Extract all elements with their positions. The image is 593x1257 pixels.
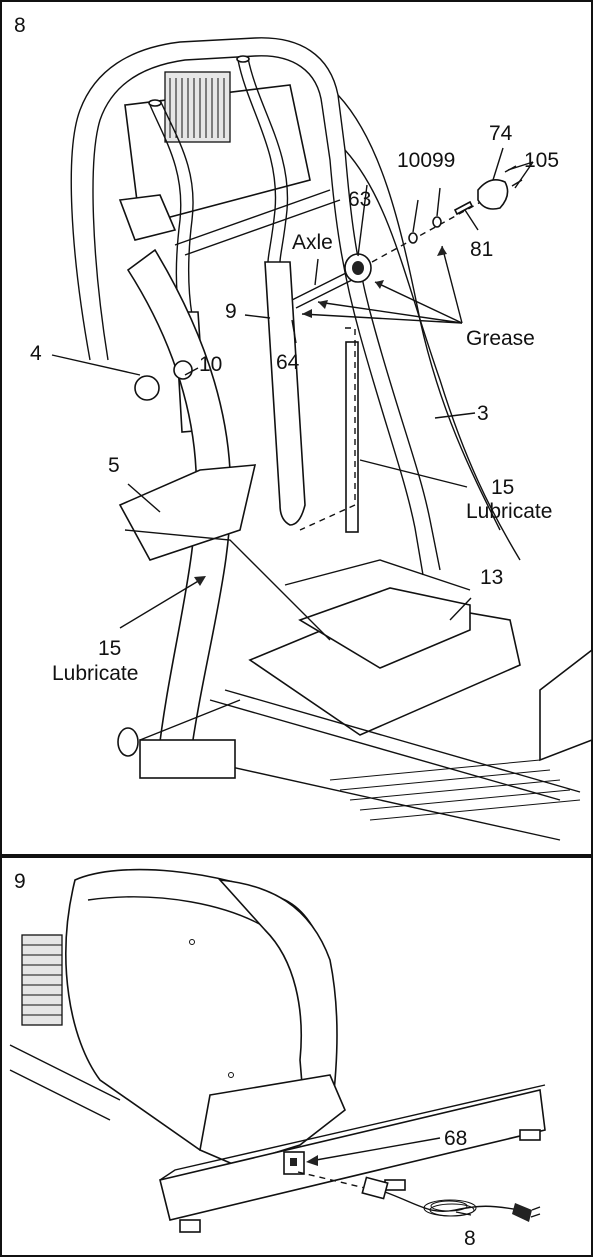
label-5: 5 <box>108 454 120 477</box>
label-15-left: 15 <box>98 637 121 660</box>
label-10: 10 <box>199 353 222 376</box>
label-axle: Axle <box>292 231 333 254</box>
label-lubricate-left: Lubricate <box>52 662 138 685</box>
label-74: 74 <box>489 122 513 145</box>
label-9: 9 <box>225 300 237 323</box>
label-105: 105 <box>524 149 559 172</box>
label-13: 13 <box>480 566 503 589</box>
label-lubricate-right: Lubricate <box>466 500 552 523</box>
label-99: 99 <box>432 149 455 172</box>
label-100: 100 <box>397 149 432 172</box>
label-8: 8 <box>464 1227 476 1250</box>
step-8-panel <box>0 0 593 856</box>
step-8-leaders <box>51 147 534 629</box>
label-63: 63 <box>348 188 371 211</box>
step-8-labels: 74 100 99 105 63 Axle 81 9 Grease 64 4 1… <box>30 122 559 685</box>
step-8-illustration <box>70 37 593 841</box>
step-9-labels: 68 8 <box>444 1127 476 1250</box>
label-81: 81 <box>470 238 493 261</box>
label-68: 68 <box>444 1127 467 1150</box>
label-64: 64 <box>276 351 300 374</box>
step-9-panel <box>0 856 593 1257</box>
step-9-number: 9 <box>14 870 26 893</box>
step-9-leaders <box>306 1137 472 1216</box>
label-grease: Grease <box>466 327 535 350</box>
step-8-number: 8 <box>14 14 26 37</box>
label-4: 4 <box>30 342 42 365</box>
step-9-illustration <box>9 868 546 1233</box>
label-15-right: 15 <box>491 476 514 499</box>
label-3: 3 <box>477 402 489 425</box>
